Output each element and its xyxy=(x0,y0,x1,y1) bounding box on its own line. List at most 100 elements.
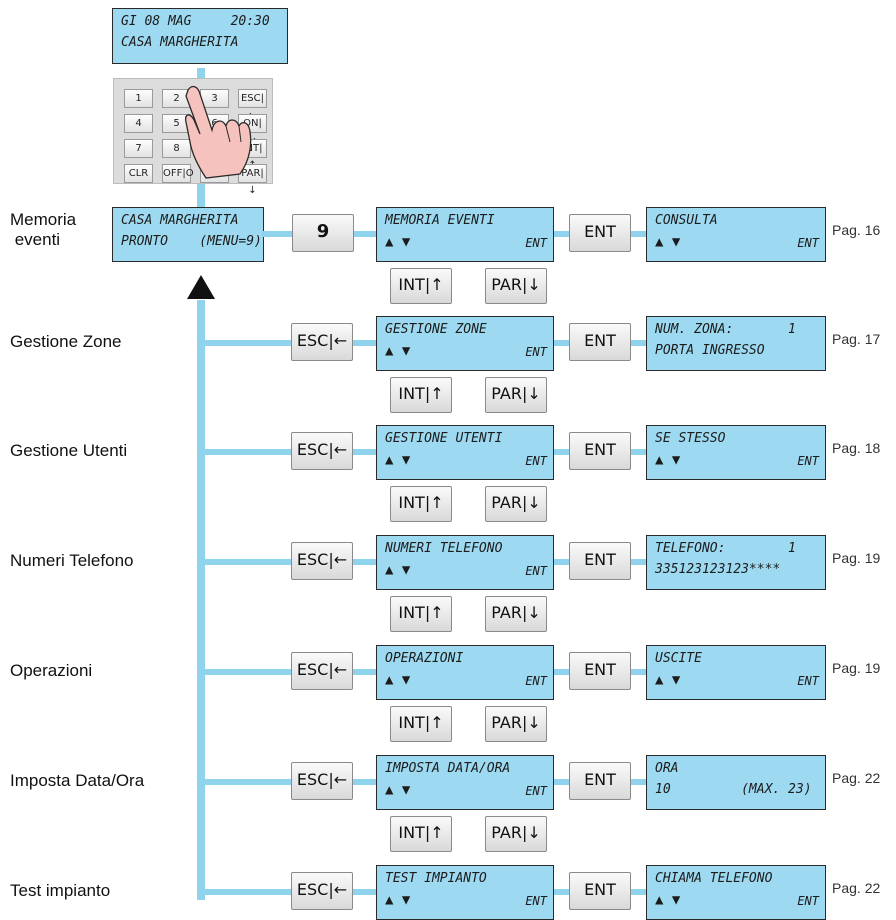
menu-display-arrows: ▲ ▼ xyxy=(385,452,411,468)
esc-label: ESC|← xyxy=(296,331,348,350)
keypad-key[interactable]: OFF|O xyxy=(162,164,194,183)
menu-display: GESTIONE UTENTI ▲ ▼ ENT xyxy=(376,425,554,480)
main-display-line2: PRONTO (MENU=9) xyxy=(121,234,262,249)
section-label: Numeri Telefono xyxy=(10,551,134,570)
esc-button[interactable]: ESC|← xyxy=(291,432,353,470)
menu-display-line1: IMPOSTA DATA/ORA xyxy=(385,761,511,776)
page-reference: Pag. 16 xyxy=(832,222,881,238)
ent-button[interactable]: ENT xyxy=(569,214,631,252)
keypad-key[interactable]: 5 xyxy=(162,114,191,133)
par-down-button[interactable]: PAR|↓ xyxy=(485,377,547,413)
par-label: PAR|↓ xyxy=(491,384,541,403)
int-label: INT|↑ xyxy=(398,713,444,732)
esc-button[interactable]: ESC|← xyxy=(291,542,353,580)
int-up-button[interactable]: INT|↑ xyxy=(390,268,452,304)
menu-display-ent: ENT xyxy=(525,674,547,688)
par-down-button[interactable]: PAR|↓ xyxy=(485,268,547,304)
submenu-display-line1: USCITE xyxy=(655,651,702,666)
int-up-button[interactable]: INT|↑ xyxy=(390,706,452,742)
submenu-display-ent: ENT xyxy=(797,894,819,908)
esc-button[interactable]: ESC|← xyxy=(291,652,353,690)
esc-label: ESC|← xyxy=(296,550,348,569)
submenu-display-line2: ▲ ▼ xyxy=(655,234,681,250)
menu-display-line1: GESTIONE ZONE xyxy=(385,322,487,337)
int-up-button[interactable]: INT|↑ xyxy=(390,377,452,413)
section-label: Imposta Data/Ora xyxy=(10,771,145,790)
par-down-button[interactable]: PAR|↓ xyxy=(485,706,547,742)
submenu-display-ent: ENT xyxy=(797,674,819,688)
keypad-key[interactable]: PAR|↓ xyxy=(238,164,267,196)
esc-button[interactable]: ESC|← xyxy=(291,323,353,361)
ent-button[interactable]: ENT xyxy=(569,872,631,910)
esc-button[interactable]: ESC|← xyxy=(291,762,353,800)
int-up-button[interactable]: INT|↑ xyxy=(390,596,452,632)
page-reference: Pag. 19 xyxy=(832,660,881,676)
section-label: Test impianto xyxy=(10,881,111,900)
keypad-key[interactable]: 7 xyxy=(124,139,153,158)
menu-display-line1: NUMERI TELEFONO xyxy=(385,541,503,556)
page-reference: Pag. 18 xyxy=(832,440,881,456)
menu-display-ent: ENT xyxy=(525,784,547,798)
top-display-line1: GI 08 MAG 20:30 xyxy=(121,14,270,29)
menu-display: IMPOSTA DATA/ORA ▲ ▼ ENT xyxy=(376,755,554,810)
ent-label: ENT xyxy=(584,880,616,899)
submenu-display-line2: ▲ ▼ xyxy=(655,452,681,468)
menu-display-line1: MEMORIA EVENTI xyxy=(385,213,495,228)
menu-display: NUMERI TELEFONO ▲ ▼ ENT xyxy=(376,535,554,590)
top-display-line2: CASA MARGHERITA xyxy=(121,35,239,50)
ent-label: ENT xyxy=(584,550,616,569)
par-label: PAR|↓ xyxy=(491,493,541,512)
submenu-display-line2: PORTA INGRESSO xyxy=(655,343,765,358)
keypad-key[interactable]: CLR xyxy=(124,164,153,183)
submenu-display: ORA 10 (MAX. 23) xyxy=(646,755,826,810)
keypad-key[interactable]: 3 xyxy=(200,89,229,108)
key-9-button[interactable]: 9 xyxy=(292,214,354,252)
keypad-key[interactable]: 4 xyxy=(124,114,153,133)
esc-label: ESC|← xyxy=(296,880,348,899)
int-up-button[interactable]: INT|↑ xyxy=(390,816,452,852)
submenu-display-line1: CHIAMA TELEFONO xyxy=(655,871,773,886)
ent-button[interactable]: ENT xyxy=(569,542,631,580)
menu-display: GESTIONE ZONE ▲ ▼ ENT xyxy=(376,316,554,371)
page-reference: Pag. 19 xyxy=(832,550,881,566)
int-up-button[interactable]: INT|↑ xyxy=(390,486,452,522)
int-label: INT|↑ xyxy=(398,823,444,842)
esc-button[interactable]: ESC|← xyxy=(291,872,353,910)
ent-button[interactable]: ENT xyxy=(569,762,631,800)
ent-label: ENT xyxy=(584,331,616,350)
ent-button[interactable]: ENT xyxy=(569,652,631,690)
int-label: INT|↑ xyxy=(398,275,444,294)
par-label: PAR|↓ xyxy=(491,713,541,732)
par-down-button[interactable]: PAR|↓ xyxy=(485,816,547,852)
menu-display-ent: ENT xyxy=(525,345,547,359)
menu-display-line1: OPERAZIONI xyxy=(385,651,464,666)
submenu-display-ent: ENT xyxy=(797,236,819,250)
keypad-key[interactable]: 8 xyxy=(162,139,191,158)
page-reference: Pag. 17 xyxy=(832,331,881,347)
main-display-line1: CASA MARGHERITA xyxy=(121,213,239,228)
submenu-display: USCITE ▲ ▼ ENT xyxy=(646,645,826,700)
page-reference: Pag. 22 xyxy=(832,880,881,896)
menu-display-ent: ENT xyxy=(525,236,547,250)
int-label: INT|↑ xyxy=(398,603,444,622)
ent-label: ENT xyxy=(584,440,616,459)
section-label: Gestione Utenti xyxy=(10,441,128,460)
menu-display-arrows: ▲ ▼ xyxy=(385,234,411,250)
par-label: PAR|↓ xyxy=(491,823,541,842)
pointing-hand-icon xyxy=(184,85,252,179)
ent-button[interactable]: ENT xyxy=(569,432,631,470)
keypad-key[interactable]: 1 xyxy=(124,89,153,108)
esc-label: ESC|← xyxy=(296,660,348,679)
submenu-display-ent: ENT xyxy=(797,454,819,468)
esc-label: ESC|← xyxy=(296,770,348,789)
par-down-button[interactable]: PAR|↓ xyxy=(485,486,547,522)
section-label: Operazioni xyxy=(10,661,93,680)
submenu-display: NUM. ZONA: 1 PORTA INGRESSO xyxy=(646,316,826,371)
par-down-button[interactable]: PAR|↓ xyxy=(485,596,547,632)
ent-label: ENT xyxy=(584,660,616,679)
int-label: INT|↑ xyxy=(398,384,444,403)
ent-button[interactable]: ENT xyxy=(569,323,631,361)
section-label: Memoria eventi xyxy=(10,210,77,249)
ent-label: ENT xyxy=(584,770,616,789)
par-label: PAR|↓ xyxy=(491,275,541,294)
